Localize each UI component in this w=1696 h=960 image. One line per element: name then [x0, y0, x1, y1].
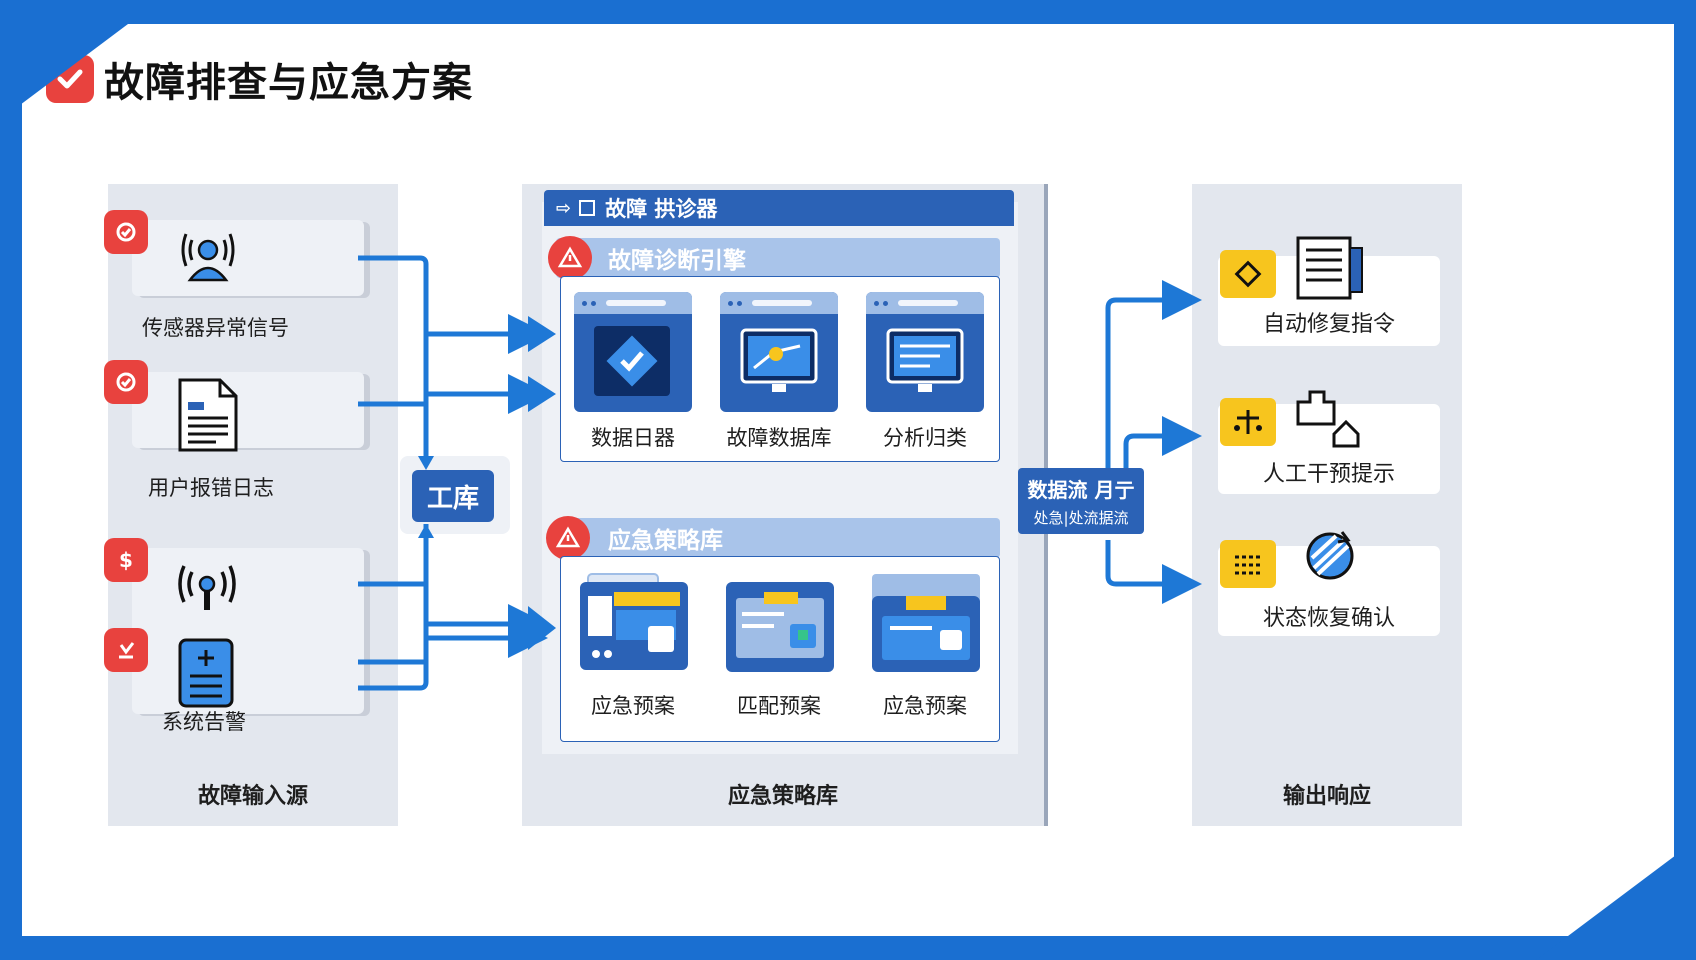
warning-upload-icon [548, 236, 592, 280]
arrowhead-hub-bottom [418, 524, 434, 538]
arrowhead-hub-top [418, 456, 434, 470]
output-label-manual: 人工干预提示 [1262, 462, 1395, 487]
page-title: 故障排查与应急方案 [104, 60, 473, 106]
diagnosis-tile-data-window[interactable] [574, 292, 692, 412]
folder-diamond-icon [1220, 250, 1276, 298]
alert-badge-icon [104, 210, 148, 254]
strategy-tile-label: 匹配预案 [737, 694, 821, 718]
connector-sensor [358, 255, 429, 464]
arrowhead-diag2 [528, 376, 556, 412]
strategy-tile-match-icon[interactable] [724, 580, 836, 678]
strategy-tile-plan2-icon[interactable] [870, 570, 982, 678]
middle-column-label: 应急策略库 [727, 784, 838, 809]
strategy-tile-label: 应急预案 [883, 694, 967, 718]
dollar-badge-icon: $ [104, 538, 148, 582]
frame-corner [0, 0, 160, 120]
connector-out-recovery [1105, 540, 1202, 604]
dataflow-line1: 数据流 月亍 [1027, 478, 1135, 502]
diagnosis-tile-db-window[interactable] [720, 292, 838, 412]
strategy-header: 应急策略库 [556, 518, 1000, 558]
frame-corner [1536, 840, 1696, 960]
middle-header: ⇨ 故障 拱诊器 [544, 190, 1014, 226]
monitor-list-icon [884, 326, 966, 402]
diagnosis-tile-label: 分析归类 [883, 426, 967, 450]
panel-icon [579, 200, 596, 216]
connector-out-autofix [1105, 280, 1202, 468]
folder-branch-icon [1220, 398, 1276, 446]
arrow-play-icon: ⇨ [556, 197, 572, 219]
hand-house-icon [1294, 384, 1364, 452]
arrowhead-strat [528, 606, 556, 650]
diagnosis-tile-analysis-window[interactable] [866, 292, 984, 412]
title-bar: 故障排查与应急方案 [46, 50, 473, 108]
calculator-icon [178, 638, 234, 712]
output-label-auto-fix: 自动修复指令 [1262, 312, 1395, 337]
antenna-icon [174, 560, 240, 620]
strategy-tile-label: 应急预案 [591, 694, 675, 718]
arrowhead-diag1 [528, 316, 556, 352]
hub-node[interactable]: 工库 [412, 470, 494, 522]
alert-badge-icon [104, 360, 148, 404]
source-label-sensor: 传感器异常信号 [142, 316, 289, 340]
source-card-alarm[interactable] [132, 548, 364, 714]
connector-out-manual [1123, 416, 1202, 468]
output-label-recovery: 状态恢复确认 [1262, 606, 1395, 631]
diagnosis-header: 故障诊断引擎 [556, 238, 1000, 278]
diagnosis-tile-label: 故障数据库 [726, 426, 832, 450]
folder-grid-icon [1220, 540, 1276, 588]
strategy-tile-plan-icon[interactable] [578, 570, 690, 678]
source-card-log[interactable] [132, 372, 364, 448]
middle-header-label: 故障 拱诊器 [605, 197, 718, 221]
input-column-label: 故障输入源 [197, 784, 308, 809]
check-shield-icon [594, 326, 670, 396]
output-column-label: 输出响应 [1282, 784, 1371, 809]
diagnosis-tile-label: 数据日器 [591, 426, 675, 450]
document-lines-icon [1296, 236, 1366, 304]
source-label-log: 用户报错日志 [148, 476, 274, 500]
alert-badge-icon [104, 628, 148, 672]
monitor-chart-icon [738, 326, 820, 402]
svg-text:$: $ [119, 548, 133, 572]
dataflow-line2: 处急|处流据流 [1033, 509, 1129, 527]
connector-alarm3 [358, 524, 429, 691]
warning-upload-icon [546, 516, 590, 560]
document-icon [176, 378, 240, 456]
source-label-alarm: 系统告警 [162, 710, 246, 734]
source-card-sensor[interactable] [132, 220, 364, 296]
dataflow-node[interactable]: 数据流 月亍 处急|处流据流 [1018, 468, 1144, 534]
refresh-check-icon [1302, 528, 1358, 588]
slide: 故障排查与应急方案 故障输入源 传感器异常信号 [22, 24, 1674, 936]
connector-lines [358, 255, 1202, 691]
person-signal-icon [180, 226, 236, 290]
